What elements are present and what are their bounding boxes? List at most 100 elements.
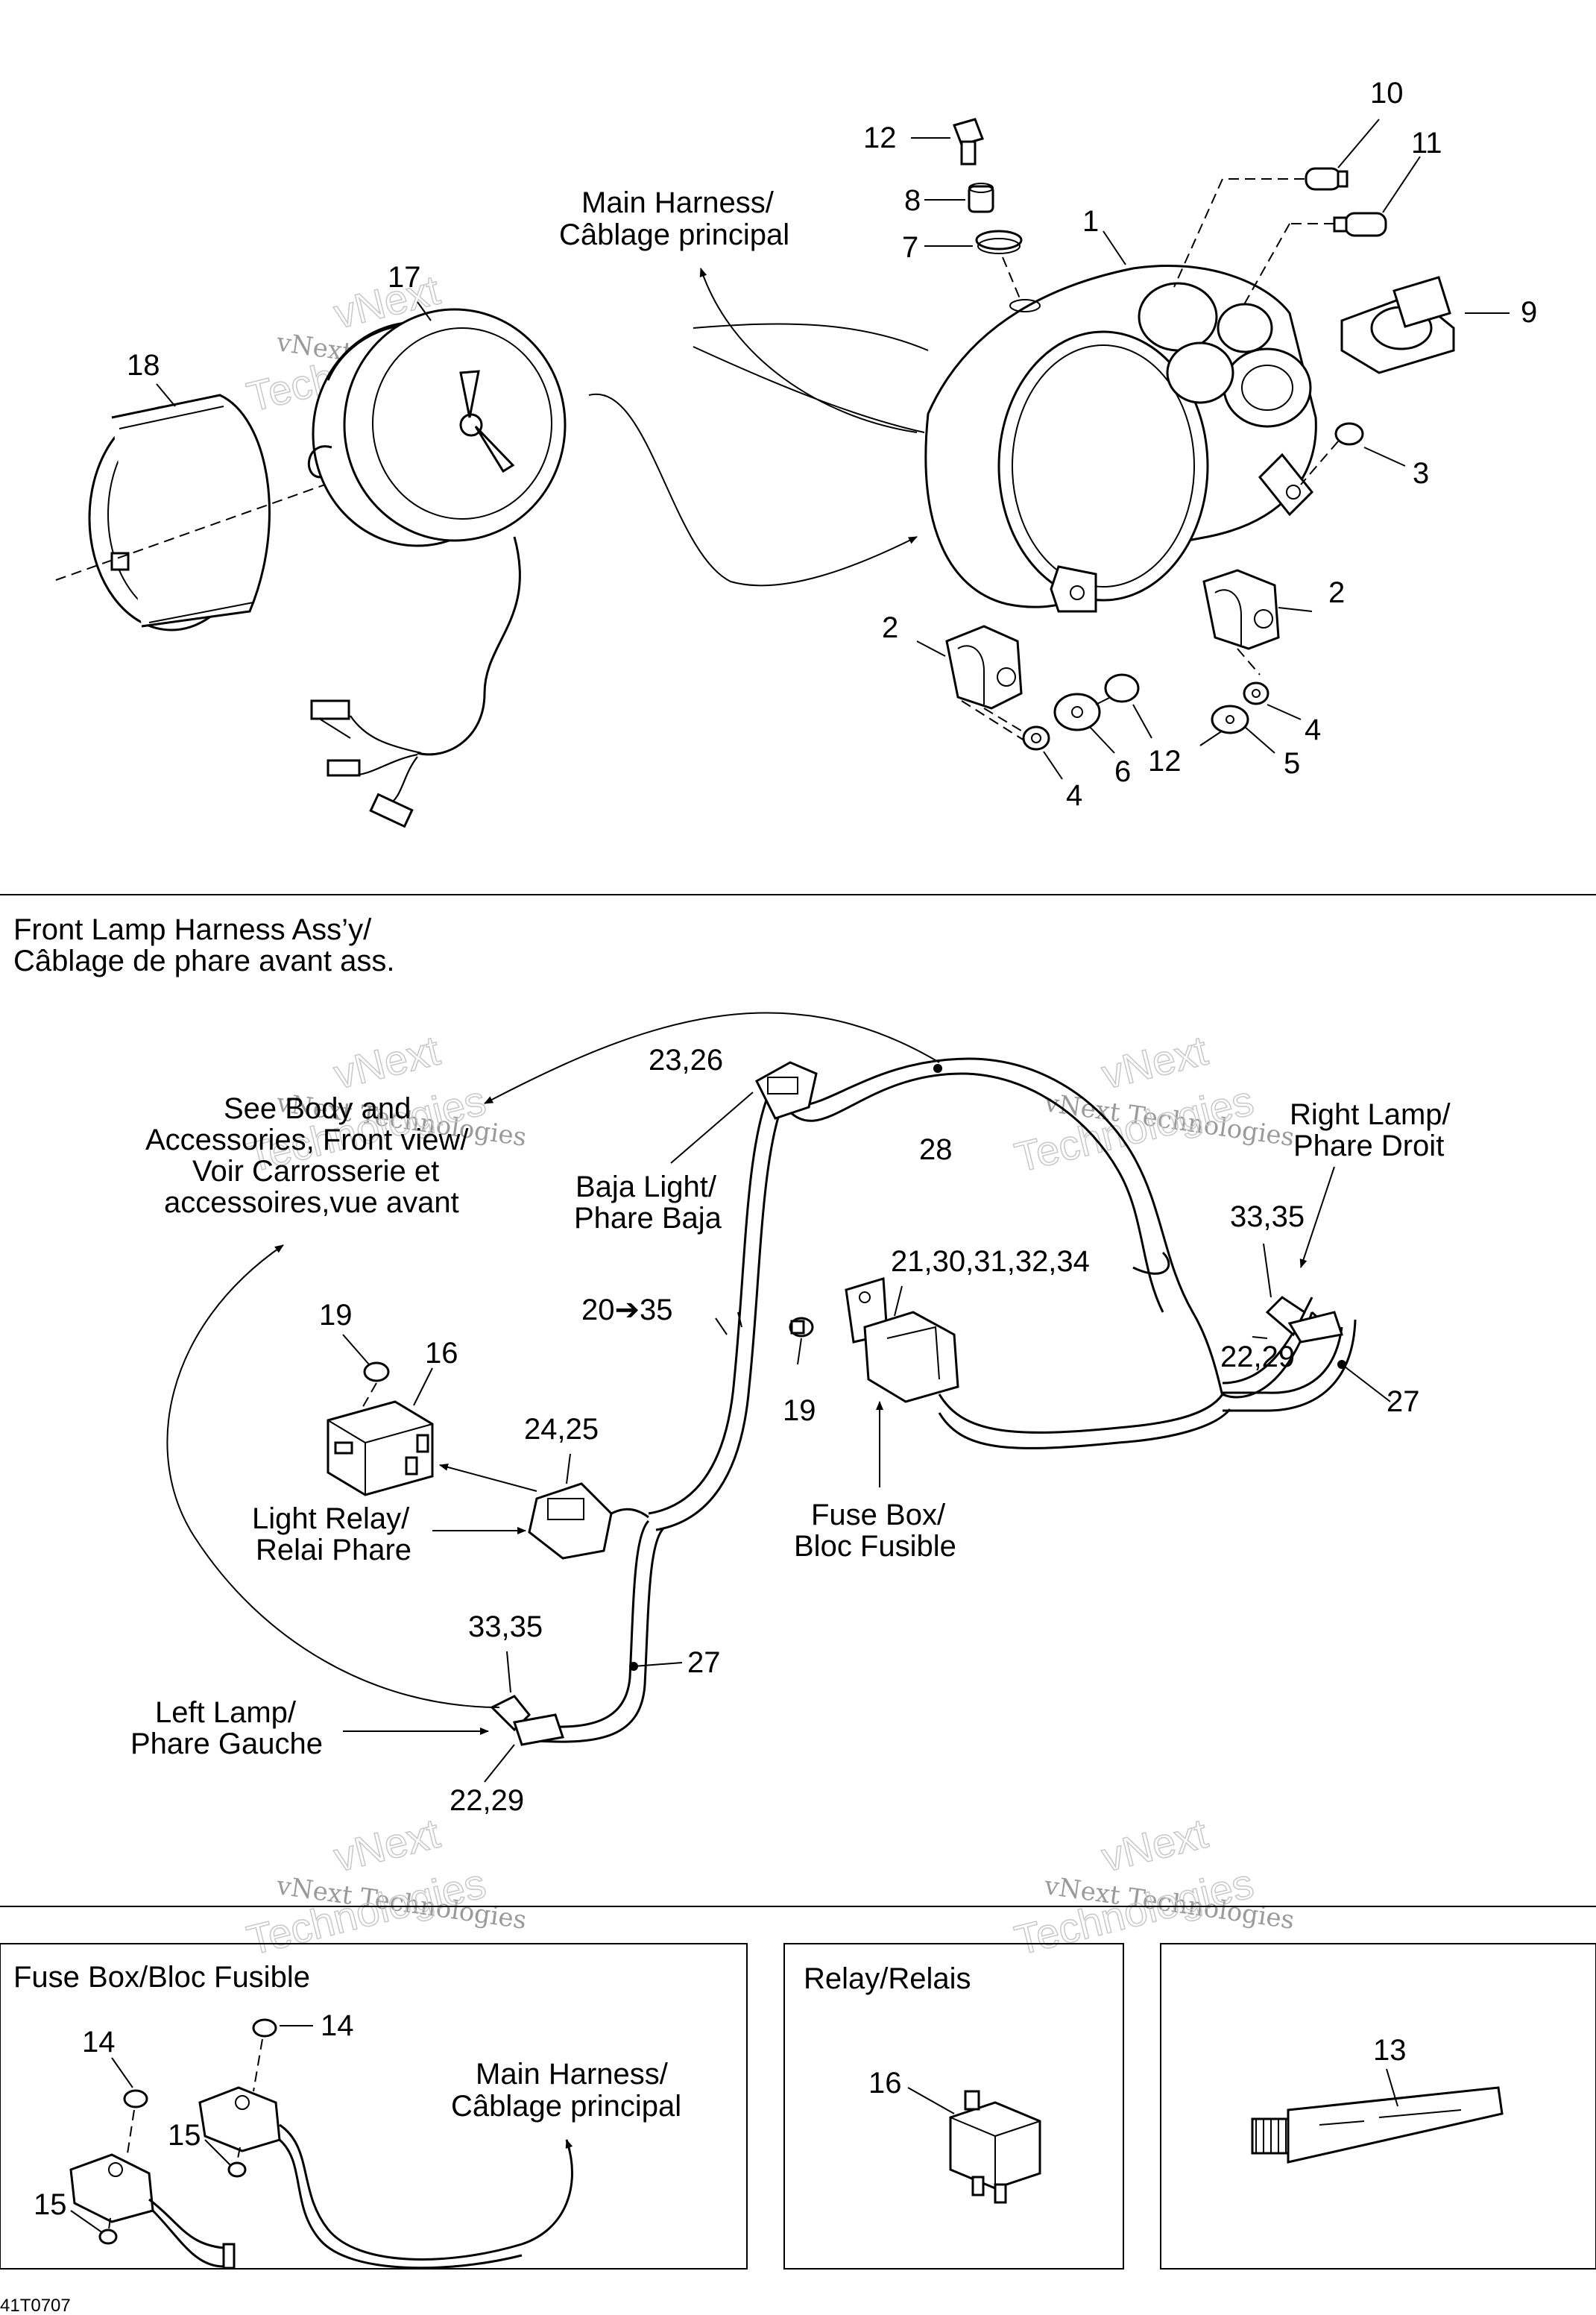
callout-15: 15 <box>168 2119 201 2152</box>
callout-4: 4 <box>1305 714 1321 746</box>
callout-10: 10 <box>1370 77 1404 110</box>
fuse-detail-leaders <box>70 2025 313 2234</box>
callout-16: 16 <box>425 1337 458 1370</box>
label-light-relay: Light Relay/ <box>252 1502 410 1535</box>
label-see-body: Voir Carrosserie et <box>192 1155 439 1188</box>
front-lamp-section: Front Lamp Harness Ass’y/ Câblage de pha… <box>13 913 1451 1817</box>
grommet-7 <box>975 230 1023 303</box>
label-fuse-box: Fuse Box/ <box>811 1499 946 1531</box>
label-left-lamp: Left Lamp/ <box>155 1696 297 1729</box>
callout-2: 2 <box>1328 576 1345 609</box>
label-right-lamp: Right Lamp/ <box>1290 1098 1451 1131</box>
watermark-outline: vNext <box>329 1810 445 1881</box>
label-baja-light: Phare Baja <box>574 1202 722 1235</box>
relay-detail: Relay/Relais 16 <box>783 1943 1124 2270</box>
nut-4-right <box>1243 681 1269 705</box>
relay-16-harness <box>327 1361 434 1496</box>
harness-junction <box>933 1064 942 1073</box>
bezel-ring-18 <box>55 394 351 631</box>
callout-11: 11 <box>1411 127 1442 160</box>
callout-18: 18 <box>127 349 160 382</box>
callout-33-35: 33,35 <box>468 1610 543 1643</box>
callout-19: 19 <box>319 1299 353 1332</box>
callout-4: 4 <box>1066 779 1082 812</box>
callout-14: 14 <box>321 2009 354 2042</box>
fuse-holder-upper <box>198 2018 573 2270</box>
washer-3 <box>1300 422 1364 485</box>
label-baja-light: Baja Light/ <box>575 1171 717 1203</box>
fuse-box-frame <box>0 1943 748 2270</box>
main-harness-arrows <box>588 268 918 587</box>
callout-9: 9 <box>1521 296 1537 329</box>
callout-13: 13 <box>1373 2034 1407 2067</box>
callout-1: 1 <box>1082 205 1099 238</box>
relay-frame <box>783 1943 1124 2270</box>
label-see-body: See Body and <box>224 1092 411 1125</box>
callout-3: 3 <box>1413 457 1429 490</box>
callout-5: 5 <box>1284 747 1300 780</box>
front-lamp-leaders <box>166 1012 1391 1783</box>
baja-connector <box>755 1061 818 1120</box>
label-main-harness-detail: Main Harness/ <box>476 2058 669 2091</box>
key-switch-9 <box>1340 276 1455 374</box>
nut-4-left <box>1022 725 1050 751</box>
watermark-outline: vNext <box>1097 1027 1213 1098</box>
bulb-10 <box>1173 167 1349 288</box>
callout-8: 8 <box>904 184 921 217</box>
callout-2: 2 <box>882 611 898 644</box>
gauge-17 <box>308 308 567 828</box>
callout-12: 12 <box>1148 745 1182 778</box>
compound-tube-13 <box>1251 2068 1504 2164</box>
washer-5 <box>1211 705 1249 734</box>
label-light-relay: Relai Phare <box>256 1534 411 1566</box>
fuse-box <box>789 1277 959 1403</box>
front-harness-wires <box>536 1057 1357 1743</box>
cluster-leaders <box>156 119 1510 780</box>
watermark-outline: vNext <box>329 1027 445 1098</box>
callout-20-35: 20➔35 <box>581 1294 673 1326</box>
label-see-body: Accessories, Front view/ <box>145 1124 469 1156</box>
label-see-body: accessoires,vue avant <box>164 1186 459 1219</box>
callout-14: 14 <box>82 2026 116 2059</box>
label-main-harness-detail: Câblage principal <box>451 2090 681 2123</box>
watermark-outline: vNext <box>1097 1810 1213 1881</box>
label-left-lamp: Phare Gauche <box>130 1727 323 1760</box>
callout-28: 28 <box>919 1133 953 1166</box>
relay-16-detail <box>907 2087 1041 2204</box>
drawing-code: 41T0707 <box>0 2296 71 2315</box>
callout-23-26: 23,26 <box>649 1044 723 1077</box>
compound-frame <box>1160 1943 1596 2270</box>
spacer-8 <box>968 183 994 213</box>
fuse-holder-lower <box>69 2089 236 2270</box>
callout-33-35: 33,35 <box>1230 1200 1305 1233</box>
bracket-2-left <box>945 625 1033 746</box>
screw-12-top <box>953 118 984 166</box>
label-main-harness: Câblage principal <box>559 218 789 251</box>
callout-22-29: 22,29 <box>1220 1341 1295 1373</box>
callout-7: 7 <box>902 231 918 264</box>
cluster-section: 1 2 2 3 4 4 5 6 7 8 9 10 11 12 12 17 18 … <box>55 77 1537 828</box>
callout-15: 15 <box>34 2188 67 2221</box>
callout-12: 12 <box>863 122 897 154</box>
callout-27: 27 <box>1387 1385 1420 1418</box>
callout-17: 17 <box>388 261 421 294</box>
label-fuse-box: Bloc Fusible <box>794 1530 956 1563</box>
callout-6: 6 <box>1114 755 1131 788</box>
label-right-lamp: Phare Droit <box>1293 1130 1444 1162</box>
callout-19: 19 <box>783 1394 816 1427</box>
callout-16: 16 <box>868 2067 902 2100</box>
relay-connector <box>439 1464 613 1560</box>
left-lamp-connector <box>490 1695 564 1746</box>
callout-24-25: 24,25 <box>524 1413 599 1446</box>
callout-21-30-31-32-34: 21,30,31,32,34 <box>891 1245 1090 1278</box>
fuse-box-detail-title: Fuse Box/Bloc Fusible <box>13 1961 310 1994</box>
screw-12-bottom <box>1095 673 1140 705</box>
callout-27: 27 <box>687 1646 721 1679</box>
label-main-harness: Main Harness/ <box>581 186 775 219</box>
callout-22-29: 22,29 <box>450 1784 524 1817</box>
bracket-2-right <box>1202 569 1280 675</box>
front-lamp-title: Front Lamp Harness Ass’y/ <box>13 913 372 946</box>
relay-detail-title: Relay/Relais <box>804 1962 971 1995</box>
cluster-housing-1 <box>693 265 1317 613</box>
